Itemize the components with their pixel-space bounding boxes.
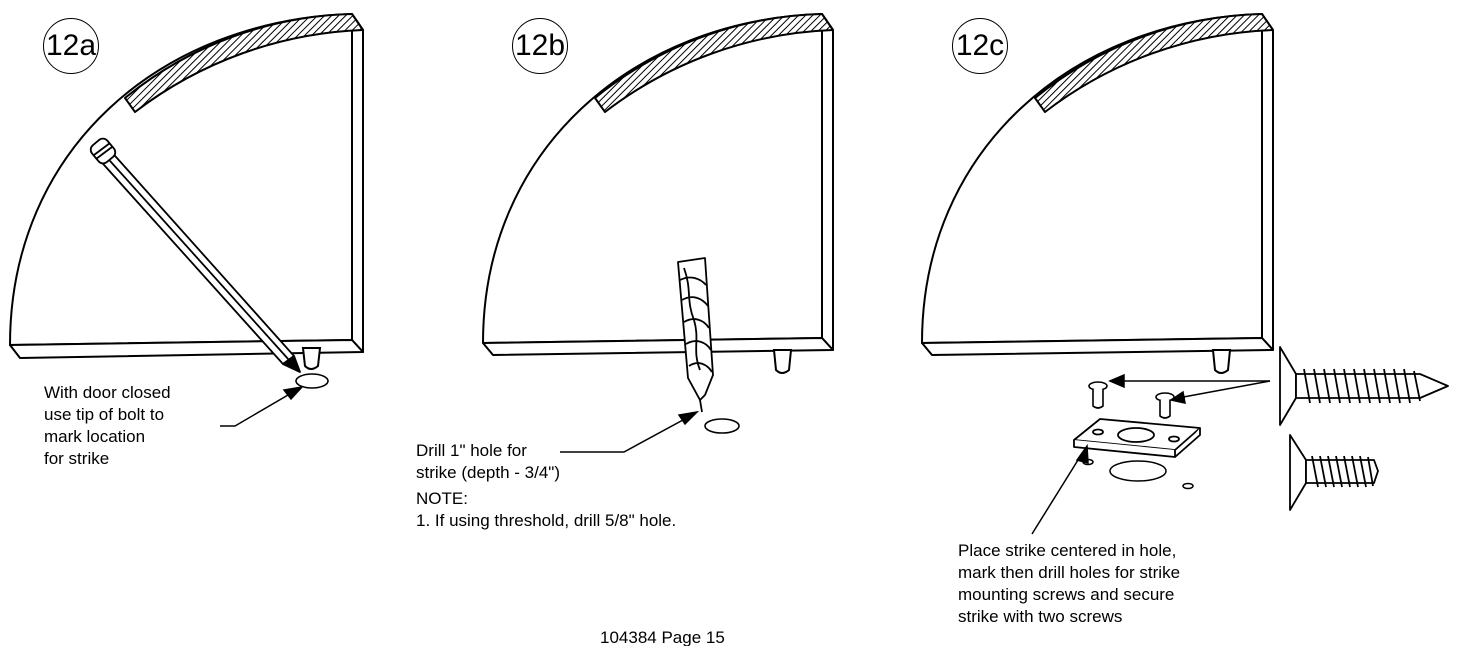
caption-line: strike with two screws	[958, 607, 1123, 626]
strike-plate-icon	[1073, 418, 1201, 458]
caption-line: strike (depth - 3/4")	[416, 463, 560, 482]
caption-line: mark then drill holes for strike	[958, 563, 1181, 582]
step-12c-caption: Place strike centered in hole, mark then…	[958, 540, 1180, 628]
step-badge-12b: 12b	[512, 18, 568, 74]
wood-screw-detail-icon	[1279, 346, 1449, 426]
caption-line: mounting screws and secure	[958, 585, 1175, 604]
step-12b-note: NOTE: 1. If using threshold, drill 5/8" …	[416, 488, 676, 532]
panel-12c-floor-holes	[1082, 458, 1194, 490]
panel-12b-leader-line	[560, 410, 700, 453]
panel-12c-leader-line	[1031, 443, 1089, 535]
step-12a-caption: With door closed use tip of bolt to mark…	[44, 382, 171, 470]
note-title: NOTE:	[416, 489, 468, 508]
step-badge-12a: 12a	[43, 18, 99, 74]
panel-12a-strike-mark	[295, 373, 329, 389]
machine-screw-detail-icon	[1289, 434, 1379, 511]
mounting-screw-icon	[1155, 392, 1175, 419]
panel-12c-screw-arrows	[1108, 373, 1271, 404]
caption-line: use tip of bolt to	[44, 405, 165, 424]
step-badge-12c: 12c	[952, 18, 1008, 74]
panel-12a-bolt	[301, 347, 322, 370]
mounting-screw-icon	[1088, 381, 1108, 409]
panel-12b-door	[482, 13, 834, 356]
caption-line: With door closed	[44, 383, 171, 402]
step-12b-caption: Drill 1" hole for strike (depth - 3/4")	[416, 440, 560, 484]
caption-line: Place strike centered in hole,	[958, 541, 1177, 560]
caption-line: mark location	[44, 427, 146, 446]
panel-12a-leader-line	[220, 385, 305, 427]
panel-12c-door	[921, 13, 1274, 356]
caption-line: Drill 1" hole for	[416, 441, 527, 460]
panel-12b-bolt	[772, 349, 793, 374]
panel-12b-drilled-hole	[704, 418, 740, 434]
drill-bit-icon	[677, 257, 714, 413]
page-footer-label: 104384 Page 15	[600, 630, 725, 646]
note-line: 1. If using threshold, drill 5/8" hole.	[416, 511, 677, 530]
pencil-icon	[89, 137, 301, 373]
caption-line: for strike	[44, 449, 110, 468]
panel-12a-door	[9, 13, 364, 359]
panel-12c-bolt	[1211, 349, 1232, 374]
